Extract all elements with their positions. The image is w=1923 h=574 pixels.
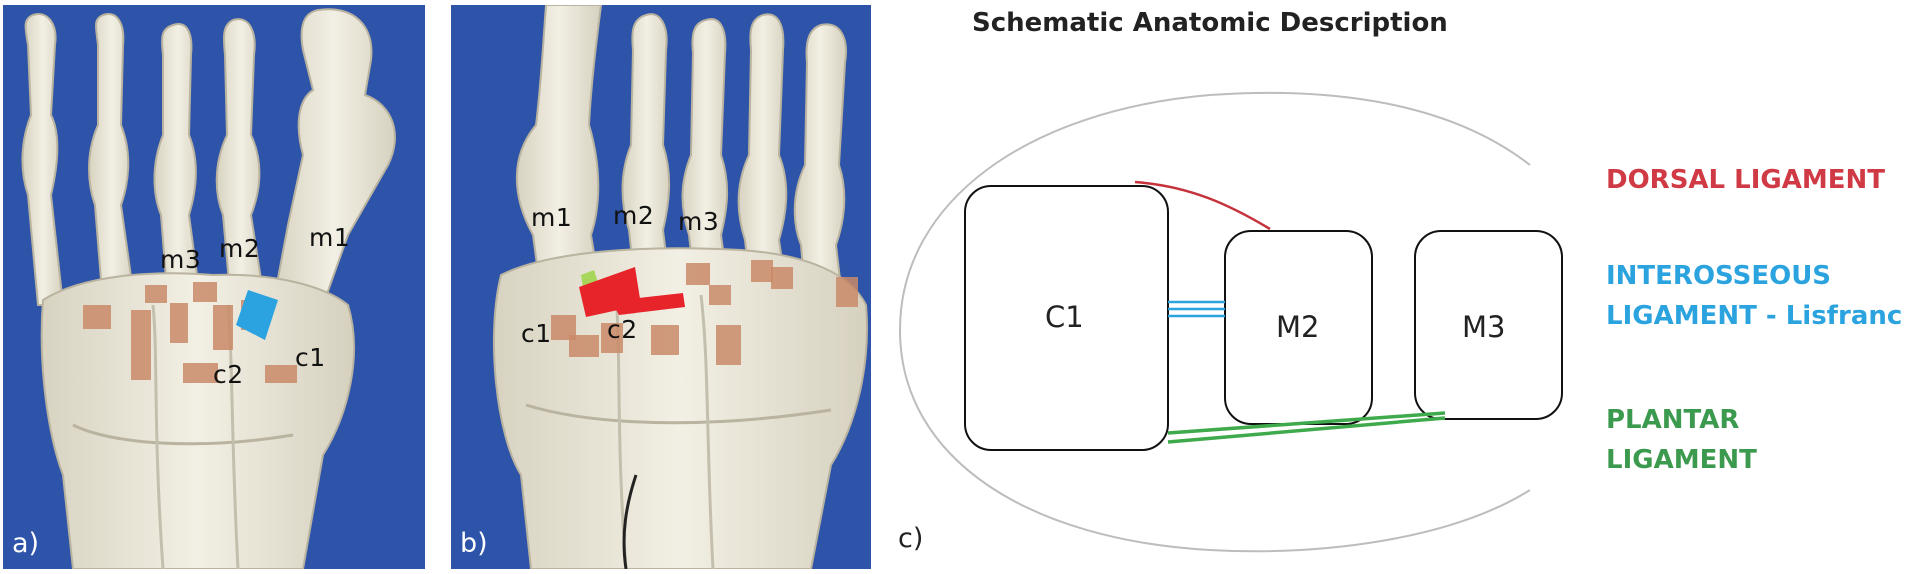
- label-m3: m3: [160, 245, 202, 274]
- box-label-c1: C1: [1045, 300, 1084, 334]
- label-m1: m1: [531, 203, 573, 232]
- label-m3: m3: [678, 207, 720, 236]
- label-c1: c1: [521, 319, 552, 348]
- photo-panel-a: m3 m2 m1 c1 c2 a): [3, 5, 425, 569]
- dorsal-ligament-line: [1134, 180, 1271, 231]
- label-c2: c2: [607, 315, 638, 344]
- legend-plantar: PLANTAR LIGAMENT: [1606, 400, 1757, 480]
- legend-plantar-line-2: LIGAMENT: [1606, 445, 1757, 475]
- foot-bones-illustration-a: [21, 8, 396, 569]
- label-m1: m1: [309, 223, 351, 252]
- box-label-m2: M2: [1276, 310, 1320, 344]
- box-c1: [964, 185, 1169, 451]
- schematic-panel: Schematic Anatomic Description C1 M2 M3 …: [880, 0, 1923, 574]
- photo-panel-b: m1 m2 m3 c1 c2 b): [451, 5, 871, 569]
- legend-plantar-line-1: PLANTAR: [1606, 405, 1740, 435]
- legend-dorsal: DORSAL LIGAMENT: [1606, 160, 1885, 200]
- panel-letter-c: c): [898, 523, 924, 554]
- box-label-m3: M3: [1462, 310, 1506, 344]
- label-c2: c2: [213, 360, 244, 389]
- schematic-diagram: [898, 91, 1563, 553]
- legend-interosseous-line-2: LIGAMENT - Lisfranc: [1606, 301, 1903, 331]
- panel-letter-a: a): [12, 528, 40, 559]
- label-c1: c1: [295, 343, 326, 372]
- legend-interosseous-line-1: INTEROSSEOUS: [1606, 261, 1832, 291]
- ligament-mark: [83, 305, 111, 329]
- plantar-ligament-line: [1167, 411, 1446, 435]
- schematic-title: Schematic Anatomic Description: [972, 8, 1448, 38]
- legend-interosseous: INTEROSSEOUS LIGAMENT - Lisfranc: [1606, 256, 1902, 336]
- label-m2: m2: [219, 234, 261, 263]
- foot-outline: [898, 91, 1531, 553]
- foot-bones-illustration-b: [492, 5, 868, 569]
- interosseous-mark: [236, 290, 278, 340]
- box-m3: [1414, 230, 1563, 420]
- label-m2: m2: [613, 201, 655, 230]
- panel-letter-b: b): [460, 528, 488, 559]
- legend-dorsal-line-1: DORSAL LIGAMENT: [1606, 165, 1886, 195]
